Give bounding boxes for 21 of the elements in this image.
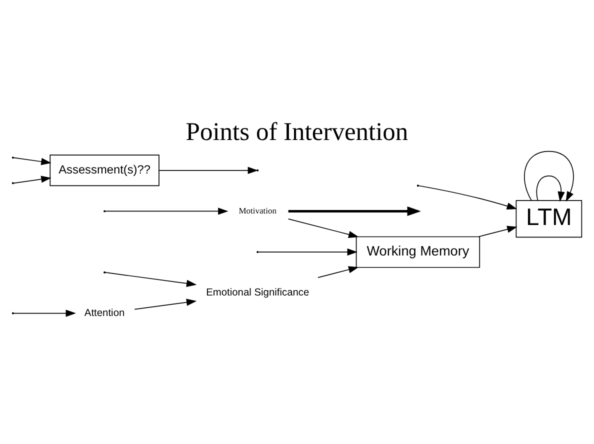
- node-box: LTM: [516, 200, 582, 238]
- arrow: [13, 309, 76, 316]
- arrow: [318, 266, 359, 278]
- arrow: [418, 184, 518, 210]
- arrow: [288, 218, 359, 238]
- arrow: [13, 156, 52, 165]
- arrow: [258, 248, 358, 256]
- arrow: [105, 272, 197, 286]
- arrow: [134, 298, 197, 310]
- arrow: [13, 175, 52, 184]
- node-text: Emotional Significance: [206, 287, 310, 298]
- arrow: [536, 175, 565, 202]
- arrow: [524, 150, 574, 202]
- arrow: [478, 225, 518, 237]
- node-text: Attention: [84, 307, 125, 318]
- arrow: [105, 207, 228, 214]
- diagram-title: Points of Intervention: [186, 116, 408, 146]
- node-box: Working Memory: [356, 236, 480, 268]
- arrow: [158, 166, 258, 174]
- node-box: Assessment(s)??: [50, 154, 160, 186]
- node-text: Motivation: [238, 204, 277, 215]
